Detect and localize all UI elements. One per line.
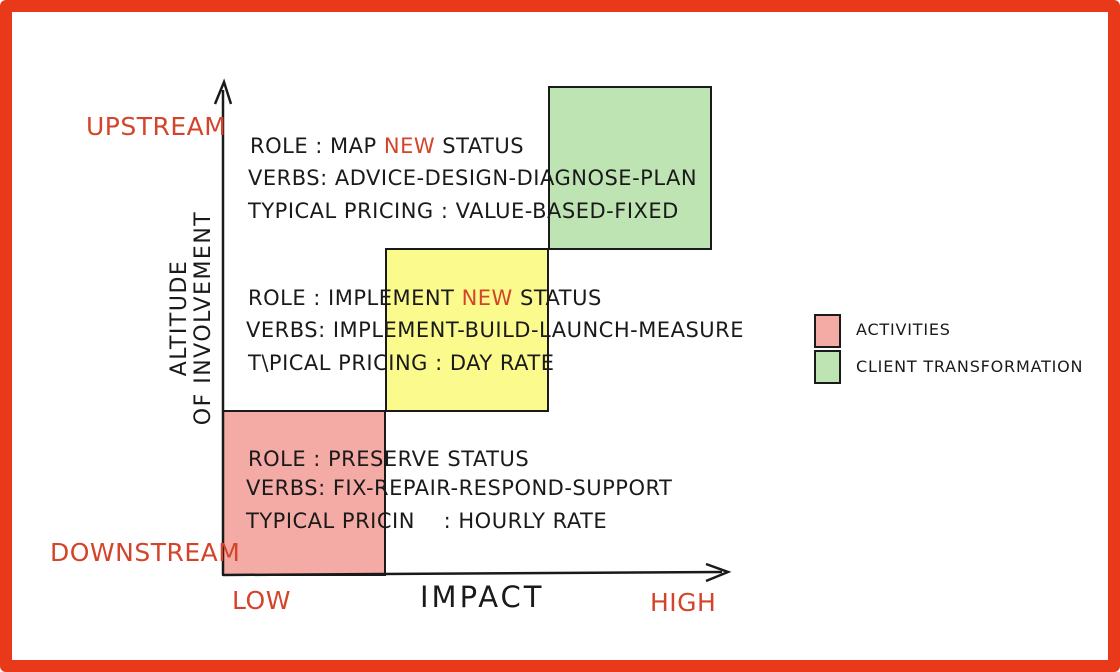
downstream-verbs: VERBS: FIX-REPAIR-RESPOND-SUPPORT bbox=[246, 476, 673, 500]
upstream-role-prefix: ROLE : MAP bbox=[250, 134, 377, 158]
y-axis-title: ALTITUDE OF INVOLVEMENT bbox=[167, 210, 216, 426]
downstream-role: ROLE : PRESERVE STATUS bbox=[248, 447, 530, 471]
y-axis-bottom-label: DOWNSTREAM bbox=[50, 538, 241, 567]
x-axis-line bbox=[222, 570, 723, 577]
implement-box bbox=[385, 248, 549, 412]
x-axis-low-label: LOW bbox=[232, 586, 291, 615]
upstream-role-suffix: STATUS bbox=[442, 134, 525, 158]
y-axis-top-label: UPSTREAM bbox=[86, 112, 227, 141]
x-axis-high-label: HIGH bbox=[650, 588, 717, 617]
implement-role-suffix: STATUS bbox=[520, 286, 602, 310]
downstream-pricing: TYPICAL PRICIN : HOURLY RATE bbox=[246, 509, 608, 533]
legend-label-client-transformation: CLIENT TRANSFORMATION bbox=[856, 357, 1084, 376]
implement-role: ROLE : IMPLEMENT NEW STATUS bbox=[248, 286, 602, 310]
legend-swatch-client-transformation bbox=[814, 350, 841, 384]
x-axis-title: IMPACT bbox=[420, 580, 545, 614]
upstream-role-accent: NEW bbox=[383, 134, 436, 158]
upstream-pricing: TYPICAL PRICING : VALUE-BASED-FIXED bbox=[248, 199, 679, 223]
x-axis-arrow bbox=[705, 562, 732, 583]
implement-pricing: T\PICAL PRICING : DAY RATE bbox=[248, 351, 555, 375]
y-axis-title-line1: ALTITUDE bbox=[167, 259, 192, 377]
legend-swatch-activities bbox=[814, 314, 841, 348]
upstream-box bbox=[548, 86, 712, 250]
implement-role-prefix: ROLE : IMPLEMENT bbox=[248, 286, 455, 310]
y-axis-arrow bbox=[213, 78, 233, 105]
legend-label-activities: ACTIVITIES bbox=[856, 320, 951, 339]
implement-role-accent: NEW bbox=[461, 286, 513, 310]
implement-verbs: VERBS: IMPLEMENT-BUILD-LAUNCH-MEASURE bbox=[246, 318, 745, 342]
y-axis-title-line2: OF INVOLVEMENT bbox=[191, 210, 216, 426]
upstream-role: ROLE : MAP NEW STATUS bbox=[250, 134, 524, 158]
upstream-verbs: VERBS: ADVICE-DESIGN-DIAGNOSE-PLAN bbox=[248, 166, 698, 190]
